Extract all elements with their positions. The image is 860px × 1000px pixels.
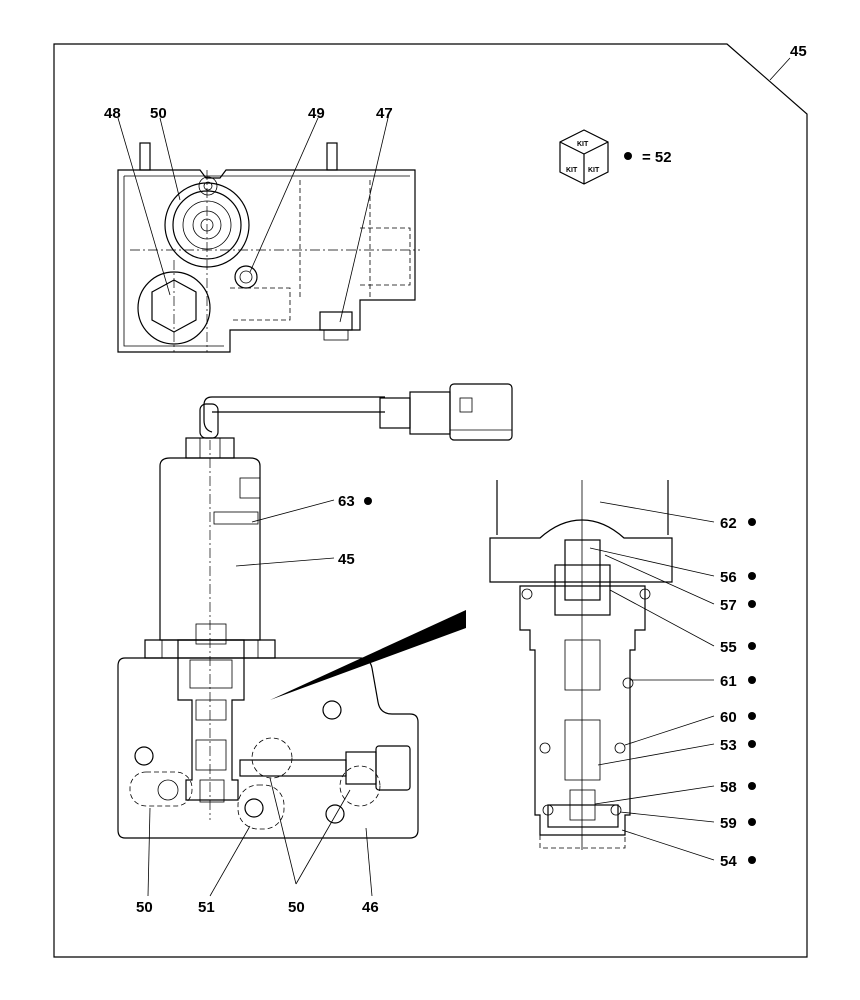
body-callout-46: 46 (362, 899, 379, 916)
kit-bullet-61 (748, 676, 756, 684)
kit-cube-left-text: KIT (566, 167, 578, 174)
kit-cube-right-text: KIT (588, 167, 600, 174)
top-callout-50: 50 (150, 105, 167, 122)
frame-ref-leader (769, 57, 791, 81)
kit-bullet-58 (748, 782, 756, 790)
kit-bullet-60 (748, 712, 756, 720)
kit-cube-icon (559, 129, 609, 185)
section-callout-54: 54 (720, 853, 737, 870)
section-callout-55: 55 (720, 639, 737, 656)
section-callout-53: 53 (720, 737, 737, 754)
kit-bullet-icon (624, 152, 632, 160)
kit-bullet-57 (748, 600, 756, 608)
kit-bullet-55 (748, 642, 756, 650)
kit-bullet-59 (748, 818, 756, 826)
section-callout-62: 62 (720, 515, 737, 532)
valve-body-drawing (117, 610, 466, 897)
section-callout-58: 58 (720, 779, 737, 796)
top-callout-49: 49 (308, 105, 325, 122)
kit-bullet-62 (748, 518, 756, 526)
kit-bullet-56 (748, 572, 756, 580)
kit-bullet-53 (748, 740, 756, 748)
kit-cube-top-text: KIT (577, 141, 589, 148)
frame-ref-label: 45 (790, 43, 807, 60)
body-callout-50-left: 50 (136, 899, 153, 916)
section-callout-59: 59 (720, 815, 737, 832)
body-callout-50-mid: 50 (288, 899, 305, 916)
section-callout-60: 60 (720, 709, 737, 726)
kit-legend-text: = 52 (642, 149, 672, 166)
section-drawing (489, 480, 715, 861)
solenoid-callout-45: 45 (338, 551, 355, 568)
section-callout-56: 56 (720, 569, 737, 586)
diagram-frame (53, 43, 808, 958)
kit-bullet-54 (748, 856, 756, 864)
kit-bullet-63 (364, 497, 372, 505)
top-callout-47: 47 (376, 105, 393, 122)
top-callout-48: 48 (104, 105, 121, 122)
solenoid-callout-63: 63 (338, 493, 355, 510)
solenoid-drawing (144, 383, 513, 820)
body-callout-51: 51 (198, 899, 215, 916)
section-callout-57: 57 (720, 597, 737, 614)
top-view-drawing (117, 117, 420, 353)
kit-legend: KIT KIT KIT = 52 (559, 129, 672, 185)
section-kit-bullets (748, 518, 756, 864)
section-callout-61: 61 (720, 673, 737, 690)
